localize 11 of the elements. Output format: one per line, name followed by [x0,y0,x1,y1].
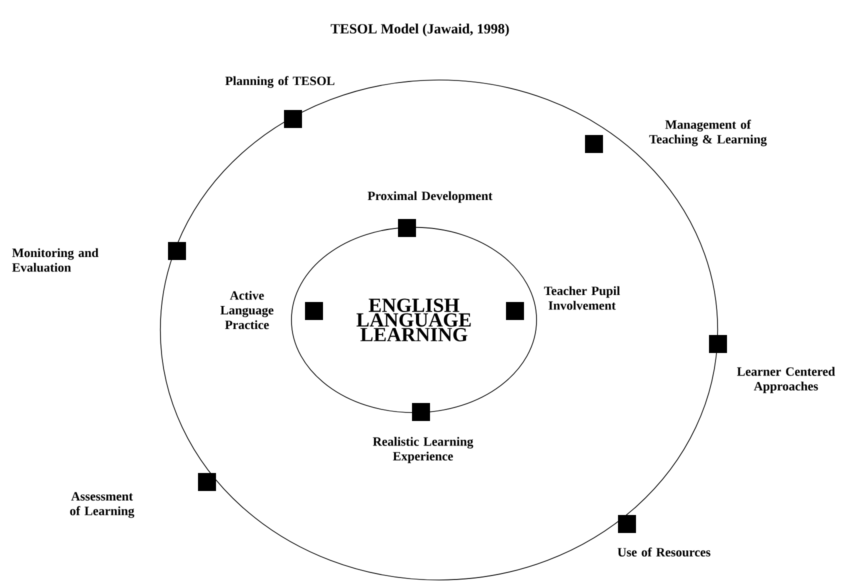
item-label: Assessment of Learning [70,492,134,518]
item-label: Active Language Practice [220,290,274,330]
item-label: Learner Centered Approaches [737,366,835,394]
item-label: Monitoring and Evaluation [12,248,98,272]
item-label: Proximal Development [368,191,492,203]
item-label: Realistic Learning Experience [372,436,474,464]
item-label: Planning of TESOL [225,76,334,88]
item-label: Use of Resources [618,547,710,557]
circle-with-text: ENGLISH LANGUAGE LEARNING [291,226,537,414]
item-label: Management of Teaching & Learning [649,120,767,146]
title: TESOL Model (Jawaid, 1998) [330,24,509,36]
